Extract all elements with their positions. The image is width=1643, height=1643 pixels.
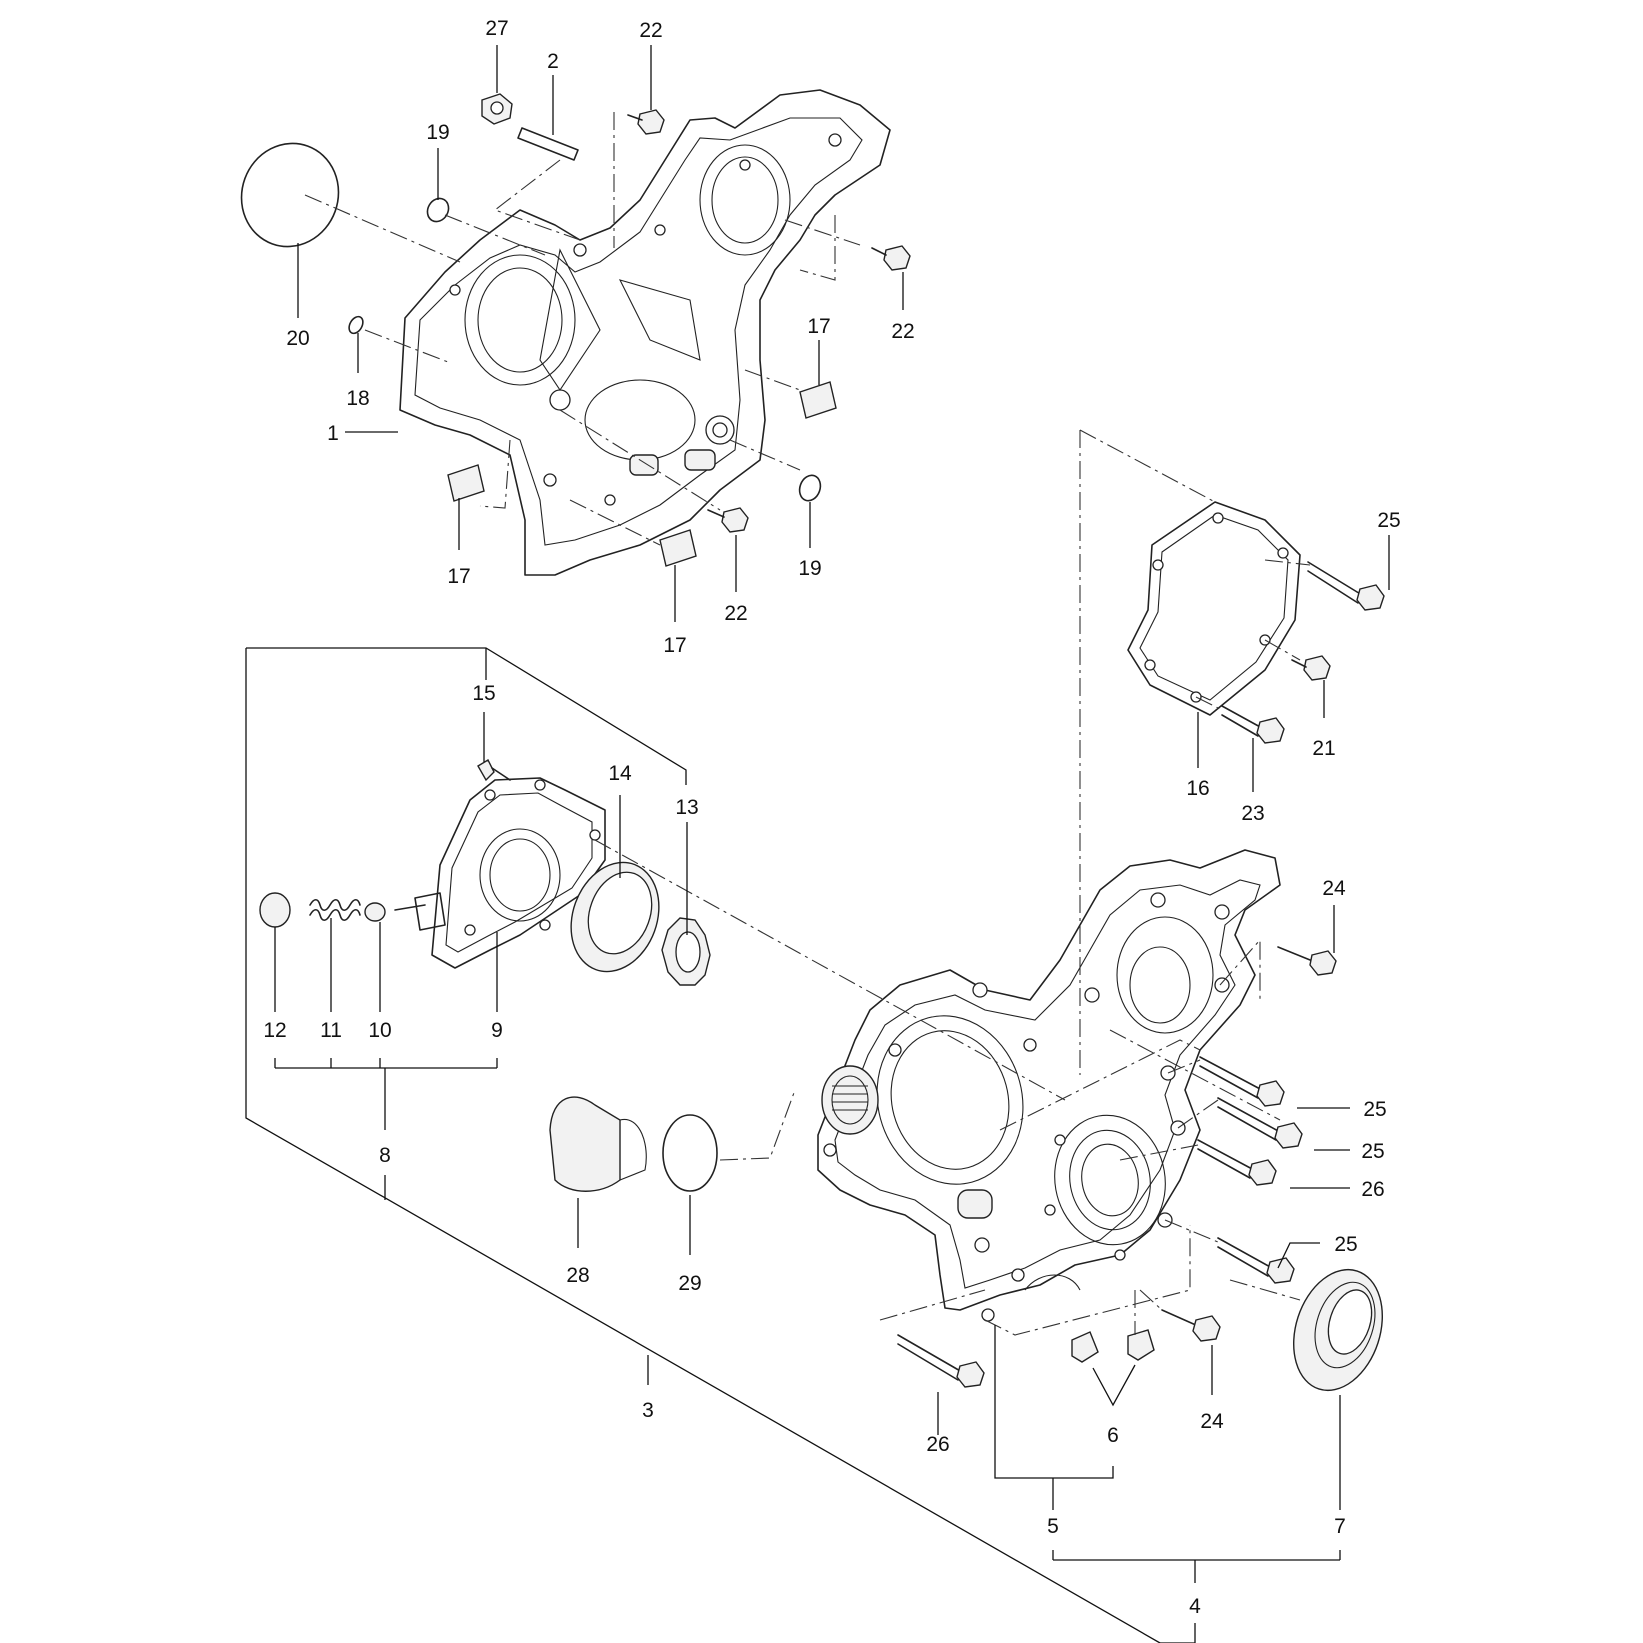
callout-21: 21 <box>1312 737 1335 760</box>
upper-small-parts <box>240 93 911 567</box>
lower-timing-cover <box>817 849 1281 1322</box>
callout-25: 25 <box>1363 1098 1386 1121</box>
callout-26: 26 <box>1361 1178 1384 1201</box>
callout-22: 22 <box>639 19 662 42</box>
leader-lines <box>245 45 1390 1643</box>
callout-5: 5 <box>1047 1515 1059 1538</box>
cover-plate <box>1127 501 1301 716</box>
callout-15: 15 <box>472 682 495 705</box>
callout-1: 1 <box>327 422 339 445</box>
callout-10: 10 <box>368 1019 391 1042</box>
callout-16: 16 <box>1186 777 1209 800</box>
callout-19: 19 <box>426 121 449 144</box>
callout-29: 29 <box>678 1272 701 1295</box>
callout-13: 13 <box>675 796 698 819</box>
callout-3: 3 <box>642 1399 654 1422</box>
callout-8: 8 <box>379 1144 391 1167</box>
callout-6: 6 <box>1107 1424 1119 1447</box>
crank-seal <box>1292 1268 1384 1392</box>
callout-24: 24 <box>1322 877 1346 900</box>
callout-20: 20 <box>286 327 309 350</box>
callout-12: 12 <box>263 1019 286 1042</box>
callout-7: 7 <box>1334 1515 1346 1538</box>
upper-timing-cover <box>399 89 891 576</box>
callout-26: 26 <box>926 1433 949 1456</box>
oil-pump-parts <box>259 759 718 1192</box>
callout-numbers: 27 2 22 19 20 22 18 17 1 17 22 19 17 25 … <box>263 17 1400 1618</box>
lower-cover-bolts <box>897 561 1385 1388</box>
callout-18: 18 <box>346 387 369 410</box>
callout-11: 11 <box>320 1019 342 1042</box>
callout-22: 22 <box>891 320 914 343</box>
callout-27: 27 <box>485 17 508 40</box>
callout-25: 25 <box>1377 509 1400 532</box>
callout-2: 2 <box>547 50 559 73</box>
callout-22: 22 <box>724 602 747 625</box>
upper-assembly-lines <box>304 112 861 546</box>
callout-25: 25 <box>1361 1140 1384 1163</box>
callout-4: 4 <box>1189 1595 1201 1618</box>
callout-24: 24 <box>1200 1410 1224 1433</box>
callout-28: 28 <box>566 1264 589 1287</box>
lower-assembly-lines <box>594 429 1311 1336</box>
callout-17: 17 <box>807 315 830 338</box>
callout-9: 9 <box>491 1019 503 1042</box>
callout-19: 19 <box>798 557 821 580</box>
callout-14: 14 <box>608 762 632 785</box>
callout-25: 25 <box>1334 1233 1357 1256</box>
callout-17: 17 <box>447 565 470 588</box>
callout-17: 17 <box>663 634 686 657</box>
callout-23: 23 <box>1241 802 1264 825</box>
